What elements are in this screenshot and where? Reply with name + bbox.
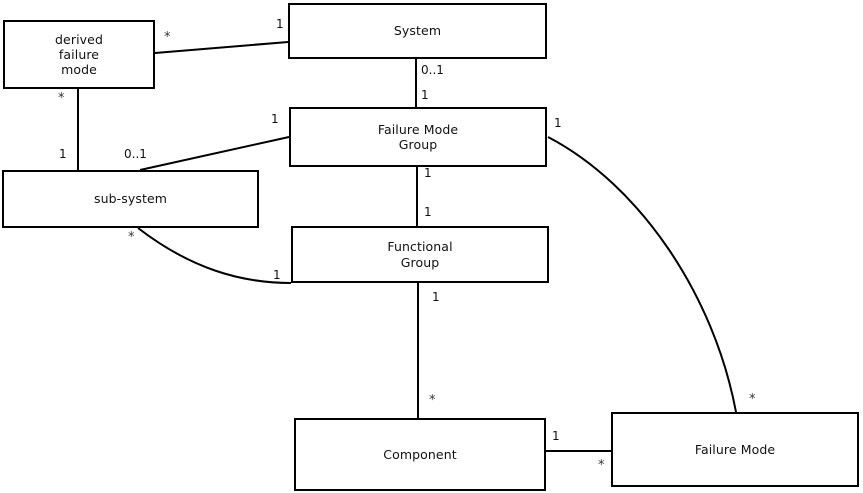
multiplicity-failure-mode-to-component: *	[598, 458, 605, 473]
multiplicity-system-to-dfm: 1	[276, 17, 284, 31]
multiplicity-fmg-to-failure-mode: 1	[554, 116, 562, 130]
multiplicity-fmg-to-subsystem: 1	[271, 112, 279, 126]
class-name-component: Component	[383, 446, 457, 462]
multiplicity-fmg-to-system: 1	[421, 88, 429, 102]
multiplicity-subsystem-to-fmg: 0..1	[124, 147, 147, 161]
edge-derived-failure-mode-system	[154, 41, 289, 54]
multiplicity-dfm-to-system: *	[164, 30, 171, 45]
multiplicity-dfm-to-subsystem: *	[58, 91, 65, 106]
class-name-derived-failure-mode: derived failure mode	[55, 31, 103, 78]
class-name-failure-mode: Failure Mode	[694, 441, 776, 457]
edge-sub-system-failure-mode-group	[139, 136, 290, 171]
multiplicity-failure-mode-to-fmg: *	[749, 392, 756, 407]
multiplicity-component-to-fg: *	[429, 393, 436, 408]
multiplicity-subsystem-to-fg: *	[128, 230, 135, 245]
class-name-sub-system: sub-system	[93, 191, 168, 207]
multiplicity-fg-to-subsystem: 1	[273, 268, 281, 282]
class-box-component[interactable]: Component	[294, 418, 546, 491]
class-box-functional-group[interactable]: Functional Group	[291, 226, 549, 283]
class-name-failure-mode-group: Failure Mode Group	[377, 121, 459, 152]
multiplicity-fmg-to-fg: 1	[424, 166, 432, 180]
multiplicity-component-to-failure-mode: 1	[552, 429, 560, 443]
class-box-failure-mode[interactable]: Failure Mode	[611, 412, 859, 487]
class-box-system[interactable]: System	[288, 3, 547, 59]
multiplicity-fg-to-fmg: 1	[424, 205, 432, 219]
edge-sub-system-functional-group	[137, 227, 292, 284]
multiplicity-system-to-fmg: 0..1	[421, 63, 444, 77]
class-box-sub-system[interactable]: sub-system	[2, 170, 259, 228]
multiplicity-fg-to-component: 1	[432, 290, 440, 304]
class-box-derived-failure-mode[interactable]: derived failure mode	[3, 20, 155, 89]
class-name-system: System	[393, 23, 442, 39]
multiplicity-subsystem-to-dfm: 1	[59, 147, 67, 161]
class-name-functional-group: Functional Group	[387, 239, 453, 270]
edge-failure-mode-group-failure-mode	[547, 136, 737, 413]
class-box-failure-mode-group[interactable]: Failure Mode Group	[289, 107, 547, 167]
